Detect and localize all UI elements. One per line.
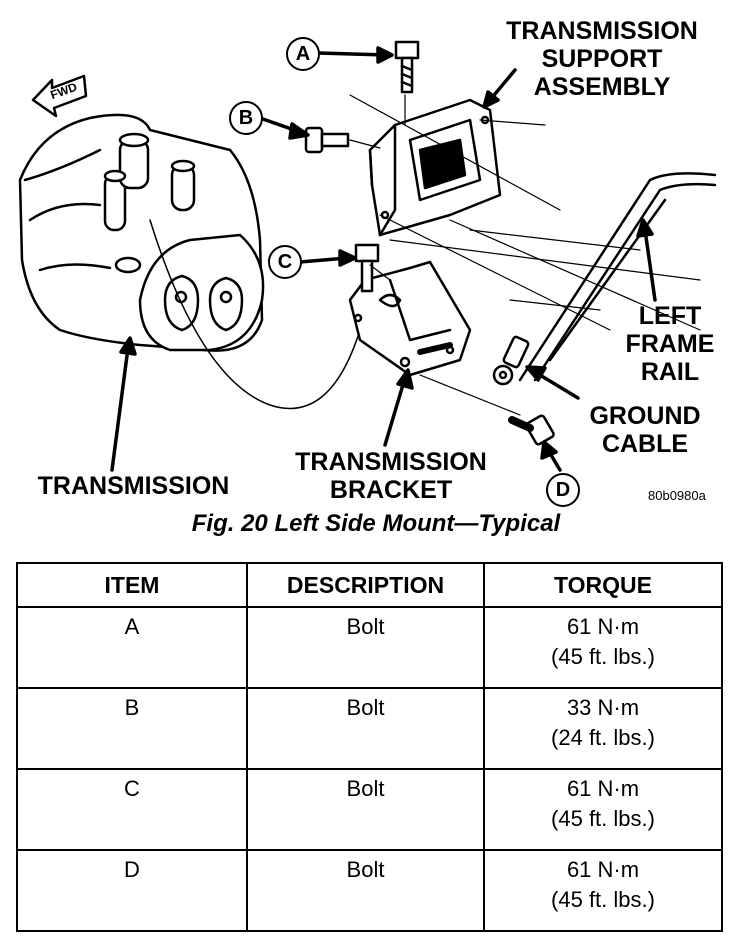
cell-item: B: [16, 687, 248, 770]
callout-c: C: [268, 245, 302, 279]
transmission-housing: [18, 113, 361, 410]
cell-description: Bolt: [246, 768, 485, 851]
cell-description: Bolt: [246, 687, 485, 770]
cell-torque: 61 N·m (45 ft. lbs.): [483, 849, 723, 932]
table-row: A Bolt 61 N·m (45 ft. lbs.): [16, 606, 723, 689]
label-transmission: TRANSMISSION: [37, 472, 230, 500]
bolt-d-icon: [508, 414, 555, 446]
transmission-bracket: [348, 260, 472, 377]
torque-metric: 33 N·m: [566, 695, 640, 720]
label-transmission-support-assembly: TRANSMISSION SUPPORT ASSEMBLY: [506, 17, 698, 101]
mount-illustration: [18, 40, 717, 472]
torque-table: ITEM DESCRIPTION TORQUE A Bolt 61 N·m (4…: [16, 562, 723, 932]
callout-d: D: [546, 473, 580, 507]
leader-arrows: [110, 46, 657, 472]
torque-metric: 61 N·m: [566, 857, 640, 882]
table-row: C Bolt 61 N·m (45 ft. lbs.): [16, 768, 723, 851]
cell-torque: 61 N·m (45 ft. lbs.): [483, 606, 723, 689]
mount-diagram: TRANSMISSION SUPPORT ASSEMBLY LEFT FRAME…: [18, 17, 717, 507]
ground-cable-connector: [492, 335, 530, 386]
cell-description: Bolt: [246, 849, 485, 932]
cell-torque: 61 N·m (45 ft. lbs.): [483, 768, 723, 851]
torque-metric: 61 N·m: [566, 614, 640, 639]
cell-item: D: [16, 849, 248, 932]
label-left-frame-rail: LEFT FRAME RAIL: [625, 302, 715, 386]
header-item: ITEM: [16, 562, 248, 608]
torque-metric: 61 N·m: [566, 776, 640, 801]
label-transmission-bracket: TRANSMISSION BRACKET: [295, 448, 487, 504]
table-row: B Bolt 33 N·m (24 ft. lbs.): [16, 687, 723, 770]
bolt-c-icon: [354, 243, 380, 293]
torque-imperial: (45 ft. lbs.): [551, 644, 655, 669]
cell-torque: 33 N·m (24 ft. lbs.): [483, 687, 723, 770]
alignment-lines: [349, 94, 701, 416]
fwd-arrow-icon: [31, 74, 88, 118]
cell-item: A: [16, 606, 248, 689]
bolt-b-icon: [304, 126, 350, 154]
torque-imperial: (45 ft. lbs.): [551, 887, 655, 912]
figure-caption: Fig. 20 Left Side Mount—Typical: [191, 510, 561, 537]
transmission-support-assembly: [368, 98, 502, 237]
header-torque: TORQUE: [483, 562, 723, 608]
figure-code: 80b0980a: [648, 488, 706, 503]
callout-a: A: [286, 37, 320, 71]
torque-imperial: (45 ft. lbs.): [551, 806, 655, 831]
bolt-a-icon: [394, 40, 420, 94]
callout-b: B: [229, 101, 263, 135]
header-description: DESCRIPTION: [246, 562, 485, 608]
cell-item: C: [16, 768, 248, 851]
torque-imperial: (24 ft. lbs.): [551, 725, 655, 750]
table-row: D Bolt 61 N·m (45 ft. lbs.): [16, 849, 723, 932]
label-ground-cable: GROUND CABLE: [589, 402, 701, 458]
table-header-row: ITEM DESCRIPTION TORQUE: [16, 562, 723, 608]
cell-description: Bolt: [246, 606, 485, 689]
